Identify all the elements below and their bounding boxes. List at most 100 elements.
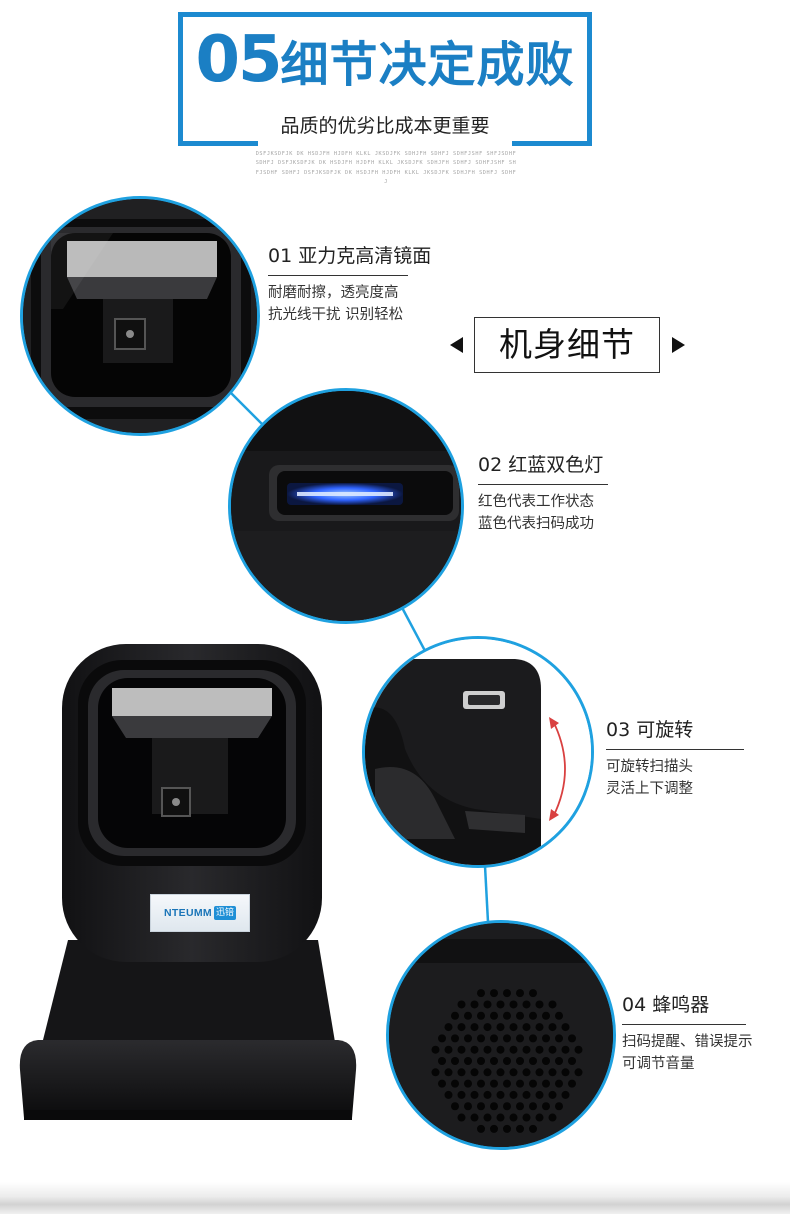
- speaker-hole: [464, 1034, 472, 1043]
- speaker-hole: [529, 1011, 537, 1020]
- speaker-hole: [522, 1113, 531, 1122]
- speaker-hole: [431, 1068, 440, 1077]
- speaker-hole: [457, 1090, 466, 1099]
- speaker-hole: [470, 1068, 479, 1077]
- speaker-hole: [431, 1045, 440, 1054]
- speaker-hole: [561, 1090, 570, 1099]
- rotatable-head-illustration: [365, 639, 591, 865]
- feature-title: 03 可旋转: [606, 717, 744, 750]
- speaker-hole: [548, 1023, 557, 1032]
- speaker-hole: [496, 1090, 505, 1099]
- speaker-hole: [503, 989, 511, 998]
- speaker-hole: [516, 1034, 524, 1043]
- feature-description: 扫码提醒、错误提示 可调节音量: [622, 1031, 753, 1075]
- speaker-hole: [457, 1068, 466, 1077]
- speaker-hole: [470, 1023, 479, 1032]
- speaker-hole: [451, 1011, 459, 1020]
- speaker-hole: [516, 1057, 524, 1065]
- speaker-hole: [529, 1079, 537, 1088]
- speaker-hole: [548, 1045, 557, 1054]
- scanner-product-image: NTEUMM 迅锫: [18, 640, 368, 1140]
- speaker-hole: [516, 989, 524, 998]
- speaker-hole: [438, 1057, 446, 1065]
- speaker-hole: [438, 1034, 446, 1043]
- feature-title: 01 亚力克高清镜面: [268, 243, 431, 276]
- feature-description-line: 灵活上下调整: [606, 781, 693, 797]
- speaker-hole: [542, 1034, 550, 1043]
- speaker-hole: [457, 1113, 466, 1122]
- speaker-hole: [496, 1045, 505, 1054]
- speaker-hole: [477, 989, 485, 998]
- speaker-hole: [444, 1068, 453, 1077]
- feature-title: 02 红蓝双色灯: [478, 452, 608, 485]
- speaker-hole: [496, 1023, 505, 1032]
- speaker-hole: [516, 1102, 524, 1111]
- speaker-hole: [522, 1000, 531, 1009]
- feature-rotatable: 03 可旋转 可旋转扫描头 灵活上下调整: [606, 717, 744, 800]
- speaker-hole: [535, 1090, 544, 1099]
- speaker-hole: [451, 1102, 459, 1111]
- speaker-hole: [503, 1102, 511, 1111]
- speaker-holes: [431, 989, 583, 1133]
- header-frame: [178, 12, 592, 146]
- feature-description-line: 扫码提醒、错误提示: [622, 1034, 753, 1050]
- speaker-hole: [470, 1090, 479, 1099]
- speaker-hole: [529, 1102, 537, 1111]
- speaker-hole: [464, 1079, 472, 1088]
- header-frame-bottom-right: [512, 141, 592, 146]
- speaker-hole: [444, 1090, 453, 1099]
- feature-description: 耐磨耐擦，透亮度高 抗光线干扰 识别轻松: [268, 282, 408, 326]
- speaker-hole: [555, 1102, 563, 1111]
- speaker-hole: [516, 1079, 524, 1088]
- speaker-hole: [561, 1068, 570, 1077]
- header-frame-bottom-left: [178, 141, 258, 146]
- speaker-hole: [561, 1023, 570, 1032]
- section-subtitle: 品质的优劣比成本更重要: [280, 115, 490, 137]
- detail-circle-indicator-light: [228, 388, 464, 624]
- speaker-hole: [542, 1057, 550, 1065]
- speaker-hole: [535, 1000, 544, 1009]
- speaker-hole: [470, 1113, 479, 1122]
- speaker-hole: [535, 1113, 544, 1122]
- speaker-hole: [470, 1045, 479, 1054]
- speaker-hole: [509, 1023, 518, 1032]
- speaker-hole: [535, 1068, 544, 1077]
- speaker-hole: [490, 1057, 498, 1065]
- section-title: 05细节决定成败: [178, 28, 592, 95]
- speaker-hole: [483, 1068, 492, 1077]
- speaker-hole: [535, 1045, 544, 1054]
- speaker-hole: [542, 1079, 550, 1088]
- speaker-hole: [444, 1023, 453, 1032]
- body-detail-label: 机身细节: [474, 317, 660, 373]
- speaker-hole: [490, 989, 498, 998]
- speaker-hole: [464, 1011, 472, 1020]
- speaker-hole: [496, 1000, 505, 1009]
- speaker-hole: [509, 1090, 518, 1099]
- brand-chinese-name: 迅锫: [213, 906, 236, 920]
- speaker-hole: [529, 1034, 537, 1043]
- triangle-right-icon: [672, 337, 685, 353]
- speaker-hole: [548, 1090, 557, 1099]
- speaker-hole: [522, 1045, 531, 1054]
- speaker-hole: [490, 1124, 498, 1133]
- speaker-hole: [516, 1011, 524, 1020]
- decorative-filler-text: DSFJKSDFJK DK HSDJFH HJDFH KLKL JKSDJFK …: [255, 151, 517, 185]
- speaker-hole: [464, 1102, 472, 1111]
- feature-description: 红色代表工作状态 蓝色代表扫码成功: [478, 491, 608, 535]
- feature-description: 可旋转扫描头 灵活上下调整: [606, 756, 744, 800]
- speaker-hole: [529, 989, 537, 998]
- speaker-hole: [490, 1011, 498, 1020]
- speaker-hole: [522, 1023, 531, 1032]
- speaker-hole: [568, 1034, 576, 1043]
- feature-title: 04 蜂鸣器: [622, 992, 746, 1025]
- speaker-hole: [496, 1068, 505, 1077]
- speaker-hole: [542, 1102, 550, 1111]
- speaker-hole: [496, 1113, 505, 1122]
- speaker-hole: [548, 1000, 557, 1009]
- speaker-hole: [574, 1045, 583, 1054]
- speaker-hole: [477, 1034, 485, 1043]
- speaker-hole: [574, 1068, 583, 1077]
- bottom-shadow-strip: [0, 1182, 790, 1214]
- speaker-hole: [509, 1068, 518, 1077]
